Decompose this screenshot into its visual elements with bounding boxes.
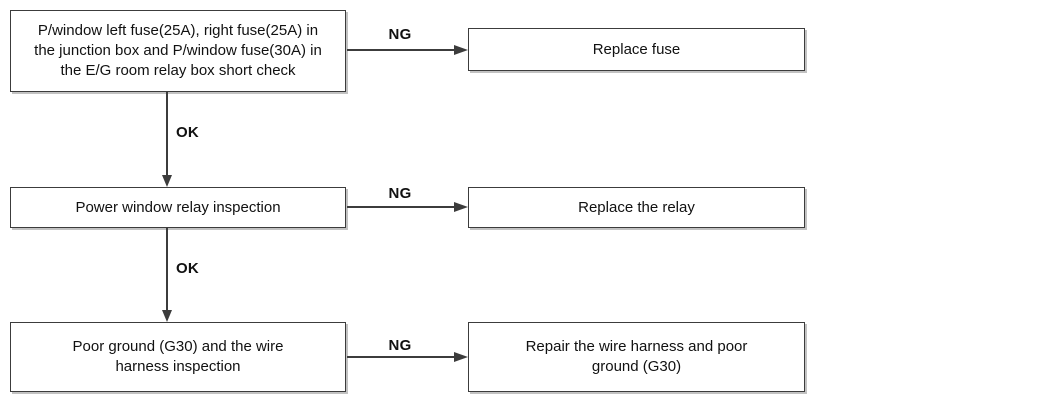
ground-harness-line-1: Poor ground (G30) and the wire [72,338,284,355]
relay-inspection-box: Power window relay inspection [10,187,346,228]
replace-fuse-box: Replace fuse [468,28,805,71]
repair-harness-box: Repair the wire harness and poor ground … [468,322,805,392]
ng-label-1: NG [388,26,412,43]
arrow-right-icon [454,45,468,55]
ground-harness-line-2: harness inspection [115,358,241,375]
arrow-right-icon [454,352,468,362]
ng-arrow-line-2 [347,206,454,208]
ok-arrow-line-1 [166,92,168,176]
arrow-right-icon [454,202,468,212]
fuse-short-check-box: P/window left fuse(25A), right fuse(25A)… [10,10,346,92]
ng-arrow-line-3 [347,356,454,358]
fuse-short-check-line-1: P/window left fuse(25A), right fuse(25A)… [37,22,319,39]
replace-relay-label: Replace the relay [578,198,695,216]
ok-label-1: OK [176,124,199,141]
arrow-down-icon [162,310,172,322]
fuse-short-check-line-3: the E/G room relay box short check [60,62,296,79]
ground-harness-inspection-box: Poor ground (G30) and the wire harness i… [10,322,346,392]
ng-arrow-line-1 [347,49,454,51]
repair-harness-line-2: ground (G30) [591,358,682,375]
ng-label-3: NG [388,337,412,354]
relay-inspection-label: Power window relay inspection [75,198,281,216]
arrow-down-icon [162,175,172,187]
ok-label-2: OK [176,260,199,277]
ng-label-2: NG [388,185,412,202]
replace-relay-box: Replace the relay [468,187,805,228]
replace-fuse-label: Replace fuse [592,40,681,58]
fuse-short-check-line-2: the junction box and P/window fuse(30A) … [34,42,322,59]
repair-harness-line-1: Repair the wire harness and poor [525,338,748,355]
ok-arrow-line-2 [166,228,168,311]
